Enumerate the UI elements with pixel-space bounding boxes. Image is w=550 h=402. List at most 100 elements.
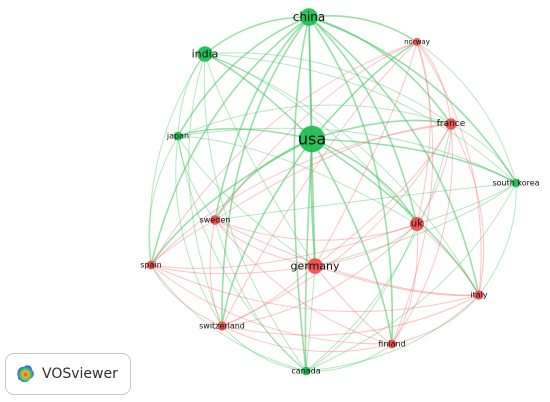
link-india-france (204, 52, 452, 125)
node-sweden[interactable] (210, 215, 220, 225)
link-spain-italy (150, 264, 480, 313)
label-italy: italy (470, 291, 487, 300)
network-nodes (146, 8, 521, 376)
link-south_korea-sweden (214, 182, 517, 221)
link-india-south_korea (204, 53, 517, 184)
link-norway-finland (391, 41, 434, 345)
link-japan-france (177, 104, 452, 137)
label-south-korea: south korea (492, 179, 539, 188)
link-uk-germany (314, 223, 418, 267)
label-japan: japan (166, 132, 189, 141)
link-usa-france (311, 119, 452, 140)
link-usa-canada (304, 138, 313, 372)
link-usa-spain (150, 138, 313, 266)
link-canada-finland (305, 343, 393, 372)
link-norway-spain (150, 41, 418, 266)
node-switzerland[interactable] (217, 321, 227, 331)
link-usa-norway (311, 41, 418, 140)
link-spain-finland (150, 264, 393, 345)
link-canada-germany (305, 265, 316, 372)
link-sweden-spain (150, 219, 216, 266)
link-china-japan (177, 16, 310, 137)
link-uk-switzerland (221, 223, 418, 327)
vosviewer-badge[interactable]: VOSviewer (5, 353, 131, 395)
label-norway: norway (404, 38, 430, 46)
link-france-sweden (214, 123, 452, 221)
label-germany: germany (290, 260, 340, 273)
node-japan[interactable] (173, 131, 183, 141)
link-norway-uk (416, 41, 431, 225)
link-china-switzerland (221, 16, 310, 327)
link-china-uk (308, 16, 418, 225)
node-germany[interactable] (307, 258, 323, 274)
node-italy[interactable] (474, 290, 484, 300)
link-sweden-switzerland (209, 219, 223, 327)
link-india-switzerland (188, 53, 223, 327)
label-china: china (293, 10, 326, 24)
label-finland: finland (378, 340, 405, 349)
link-usa-uk (311, 138, 418, 225)
label-france: france (437, 119, 466, 129)
node-china[interactable] (300, 8, 318, 26)
link-japan-south_korea (177, 127, 517, 184)
node-south-korea[interactable] (511, 178, 521, 188)
link-china-italy (308, 16, 480, 296)
node-usa[interactable] (298, 125, 326, 153)
link-south_korea-norway (416, 41, 517, 184)
link-norway-sweden (214, 41, 418, 221)
link-china-germany (308, 16, 316, 267)
link-china-canada (293, 16, 310, 372)
link-china-sweden (214, 16, 310, 221)
link-switzerland-finland (221, 325, 393, 353)
link-france-uk (416, 123, 452, 225)
link-india-canada (203, 53, 307, 372)
link-japan-spain (148, 135, 179, 266)
label-sweden: sweden (200, 216, 231, 225)
link-germany-switzerland (221, 265, 316, 327)
link-norway-switzerland (221, 41, 418, 327)
link-uk-sweden (214, 219, 418, 241)
link-india-uk (204, 53, 418, 225)
link-norway-italy (416, 41, 482, 296)
link-south_korea-germany (314, 182, 517, 267)
node-canada[interactable] (301, 366, 311, 376)
label-uk: uk (411, 219, 423, 230)
link-south_korea-canada (305, 182, 517, 372)
link-south_korea-france (450, 123, 517, 184)
link-usa-finland (311, 138, 393, 345)
link-usa-sweden (214, 138, 313, 221)
link-france-finland (391, 123, 453, 345)
link-india-spain (149, 53, 206, 266)
node-france[interactable] (445, 118, 457, 130)
link-norway-france (416, 41, 452, 125)
link-sweden-finland (214, 219, 393, 345)
link-india-germany (204, 53, 316, 267)
link-china-norway (308, 15, 418, 43)
link-japan-germany (177, 135, 316, 267)
node-india[interactable] (197, 46, 213, 62)
link-china-india (204, 16, 310, 55)
link-france-switzerland (221, 123, 452, 327)
link-usa-south_korea (311, 138, 517, 184)
link-canada-france (305, 123, 452, 372)
link-france-spain (150, 123, 452, 266)
link-uk-finland (391, 223, 419, 345)
vosviewer-brand-text: VOSviewer (42, 366, 118, 382)
node-uk[interactable] (409, 216, 425, 232)
label-canada: canada (291, 367, 320, 376)
link-germany-finland (314, 265, 393, 345)
node-norway[interactable] (413, 38, 421, 46)
node-spain[interactable] (146, 260, 156, 270)
link-italy-finland (391, 294, 480, 345)
link-canada-uk (305, 223, 418, 372)
node-finland[interactable] (387, 339, 397, 349)
label-spain: spain (140, 261, 161, 270)
link-sweden-italy (214, 219, 480, 296)
link-uk-spain (150, 223, 418, 269)
link-india-japan (177, 53, 206, 137)
link-south_korea-uk (416, 182, 517, 225)
link-india-italy (204, 53, 480, 296)
link-sweden-germany (214, 219, 316, 267)
